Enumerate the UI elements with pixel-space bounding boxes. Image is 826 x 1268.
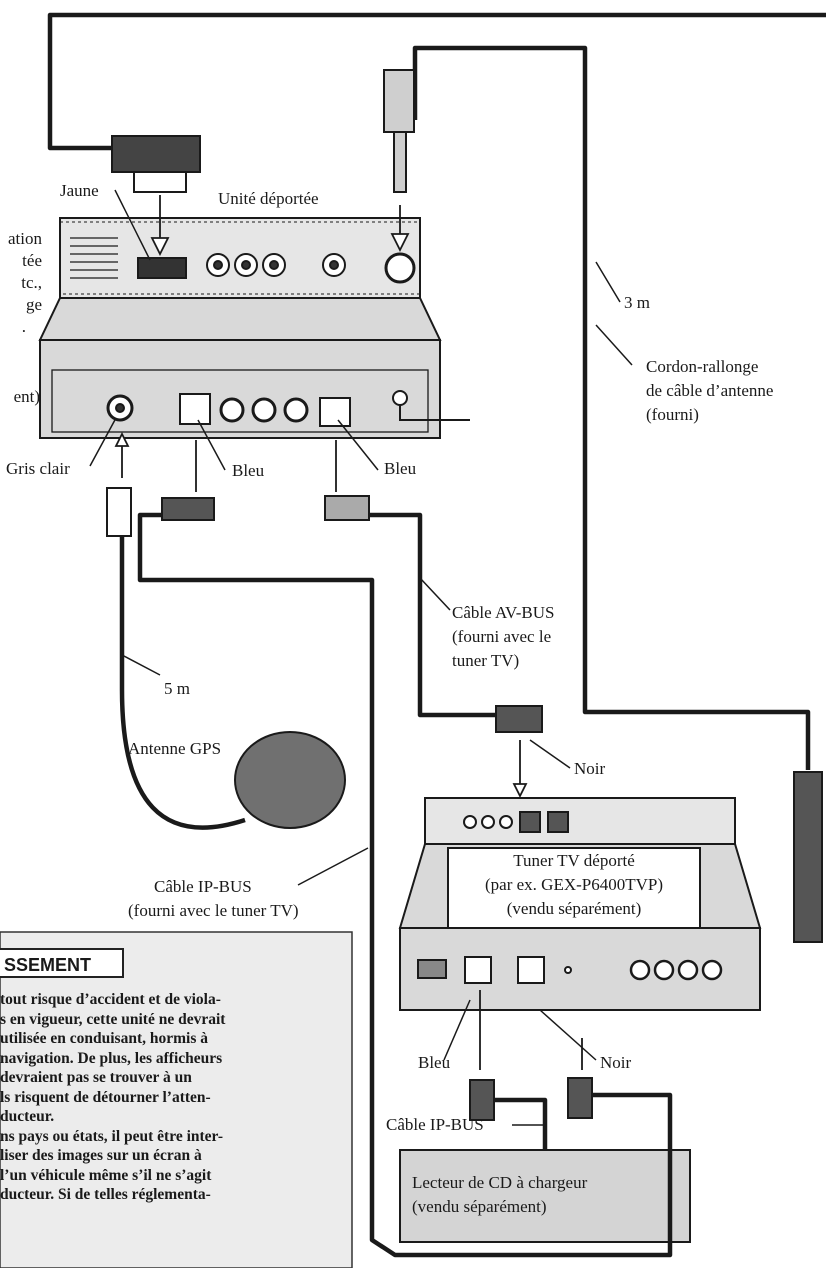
tuner-box-line-2: (par ex. GEX-P6400TVP)	[485, 875, 663, 894]
warning-line: ducteur. Si de telles réglementa-	[0, 1186, 211, 1203]
label-ip-bus-bottom: Câble IP-BUS	[386, 1115, 484, 1134]
warning-line: ns pays ou états, il peut être inter-	[0, 1127, 224, 1145]
warning-title: SSEMENT	[0, 948, 124, 978]
gps-antenna	[234, 731, 346, 829]
label-ip-bus-top-2: (fourni avec le tuner TV)	[128, 901, 299, 920]
warning-body: tout risque d’accident et de viola- s en…	[0, 990, 345, 1205]
antenna-rod	[793, 771, 823, 943]
tuner-box-line-1: Tuner TV déporté	[513, 851, 635, 870]
cd-box-line-2: (vendu séparément)	[412, 1197, 547, 1216]
label-av-bus-2: (fourni avec le	[452, 627, 552, 646]
tv-tuner	[398, 797, 762, 1011]
warning-line: utilisée en conduisant, hormis à	[0, 1030, 208, 1047]
label-jaune: Jaune	[60, 181, 99, 200]
label-bleu-1: Bleu	[232, 461, 265, 480]
label-left-partial-4: ge	[25, 295, 42, 314]
label-cordon-2: de câble d’antenne	[646, 381, 774, 400]
warning-line: liser des images sur un écran à	[0, 1147, 202, 1164]
warning-line: ducteur.	[0, 1108, 55, 1125]
label-noir-bottom: Noir	[600, 1053, 632, 1072]
label-bleu-3: Bleu	[418, 1053, 451, 1072]
cd-changer-box	[399, 1149, 691, 1243]
warning-line: devraient pas se trouver à un	[0, 1069, 192, 1086]
label-ip-bus-top-1: Câble IP-BUS	[154, 877, 252, 896]
remote-unit	[38, 217, 470, 439]
cables	[47, 12, 826, 1258]
label-gris-clair: Gris clair	[6, 459, 70, 478]
warning-line: navigation. De plus, les afficheurs	[0, 1049, 223, 1067]
label-left-partial-3: tc.,	[21, 273, 42, 292]
label-left-partial-2: tée	[22, 251, 42, 270]
label-antenne-gps: Antenne GPS	[128, 739, 222, 758]
leader-lines	[89, 189, 633, 1126]
warning-panel	[0, 931, 353, 1268]
label-av-bus-3: tuner TV)	[452, 651, 520, 670]
label-cordon-1: Cordon-rallonge	[646, 357, 759, 376]
label-bleu-2: Bleu	[384, 459, 417, 478]
label-5m: 5 m	[164, 679, 190, 698]
antenna-plug	[383, 69, 415, 193]
arrows	[114, 195, 583, 1070]
label-left-partial-6: ent)	[13, 387, 40, 406]
label-cordon-3: (fourni)	[646, 405, 699, 424]
label-noir-top: Noir	[574, 759, 606, 778]
label-3m: 3 m	[624, 293, 650, 312]
cd-box-line-1: Lecteur de CD à chargeur	[412, 1173, 588, 1192]
label-left-partial-5: .	[21, 317, 26, 336]
label-left-partial-1: ation	[8, 229, 42, 248]
warning-line: tout risque d’accident et de viola-	[0, 991, 221, 1008]
warning-line: ls risquent de détourner l’atten-	[0, 1088, 211, 1106]
tuner-box-line-3: (vendu séparément)	[506, 899, 642, 918]
plugs	[106, 487, 593, 1121]
label-unite-deportee: Unité déportée	[218, 189, 319, 208]
label-av-bus-1: Câble AV-BUS	[452, 603, 555, 622]
warning-line: l’un véhicule même s’il ne s’agit	[0, 1166, 212, 1184]
yellow-plug	[111, 135, 201, 193]
warning-line: s en vigueur, cette unité ne devrait	[0, 1010, 226, 1028]
